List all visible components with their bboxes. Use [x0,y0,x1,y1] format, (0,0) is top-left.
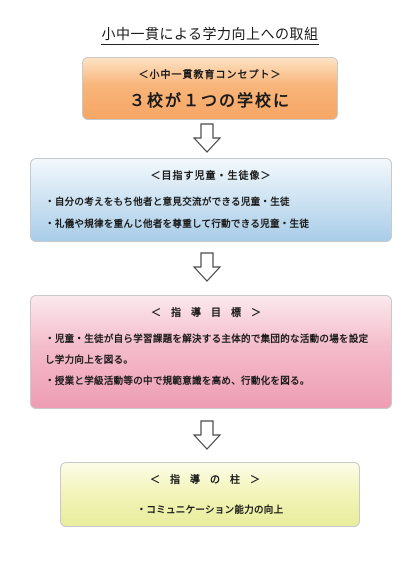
pillar-item-1: コミュニケーション能力の向上 [75,500,345,522]
goal-item-2: 礼儀や規律を重んじ他者を尊重して行動できる児童・生徒 [45,214,377,236]
guidance-box: ＜指導目標＞ 児童・生徒が自ら学習課題を解決する主体的で集団的な活動の場を設定し… [30,295,392,409]
down-arrow-icon [193,252,221,282]
down-arrow-icon [193,123,221,153]
goal-list: 自分の考えをもち他者と意見交流ができる児童・生徒 礼儀や規律を重んじ他者を尊重し… [31,192,391,236]
guidance-item-1: 児童・生徒が自ら学習課題を解決する主体的で集団的な活動の場を設定し学力向上を図る… [45,329,377,371]
guidance-heading: ＜指導目標＞ [151,308,271,319]
guidance-list: 児童・生徒が自ら学習課題を解決する主体的で集団的な活動の場を設定し学力向上を図る… [31,329,391,392]
concept-box: ＜小中一貫教育コンセプト＞ ３校が１つの学校に [82,57,338,120]
page-title-text: 小中一貫による学力向上への取組 [101,27,319,45]
pillar-heading: ＜指導の柱＞ [150,475,270,486]
down-arrow-icon [193,420,221,450]
goal-box: ＜目指す児童・生徒像＞ 自分の考えをもち他者と意見交流ができる児童・生徒 礼儀や… [30,158,392,242]
concept-heading: ＜小中一貫教育コンセプト＞ [138,70,282,81]
pillar-list: コミュニケーション能力の向上 [61,500,359,522]
concept-text: ３校が１つの学校に [128,91,291,110]
goal-item-1: 自分の考えをもち他者と意見交流ができる児童・生徒 [45,192,377,214]
pillar-box: ＜指導の柱＞ コミュニケーション能力の向上 [60,462,360,527]
guidance-item-2: 授業と学級活動等の中で規範意識を高め、行動化を図る。 [45,371,377,392]
page-title: 小中一貫による学力向上への取組 [0,24,420,45]
goal-heading: ＜目指す児童・生徒像＞ [150,171,272,182]
